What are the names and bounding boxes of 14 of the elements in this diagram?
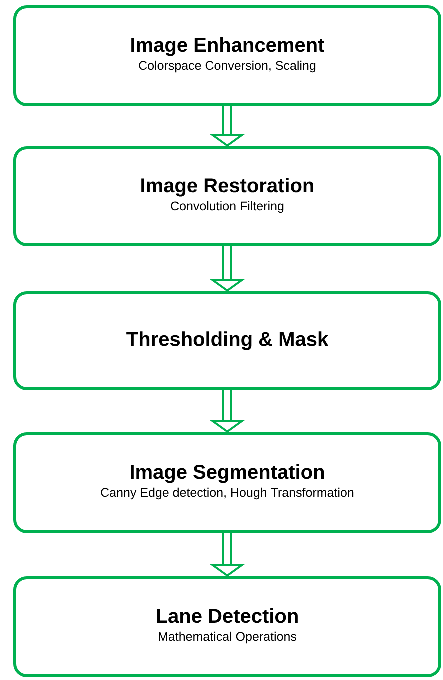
box-title: Thresholding & Mask	[126, 332, 329, 350]
box-title: Lane Detection	[157, 608, 298, 624]
process-box	[14, 6, 442, 106]
process-box	[14, 146, 442, 246]
box-subtitle: Mathematical Operations	[159, 632, 296, 644]
process-box	[14, 292, 442, 390]
process-box	[14, 432, 442, 534]
box-title: Image Segmentation	[131, 464, 324, 484]
process-box	[14, 576, 442, 678]
box-subtitle: Colorspace Conversion, Scaling	[139, 60, 316, 73]
box-title: Image Enhancement	[132, 38, 324, 56]
box-subtitle: Convolution Filtering	[171, 201, 284, 214]
box-title: Image Restoration	[142, 178, 314, 197]
box-subtitle: Canny Edge detection, Hough Transformation	[101, 488, 354, 500]
